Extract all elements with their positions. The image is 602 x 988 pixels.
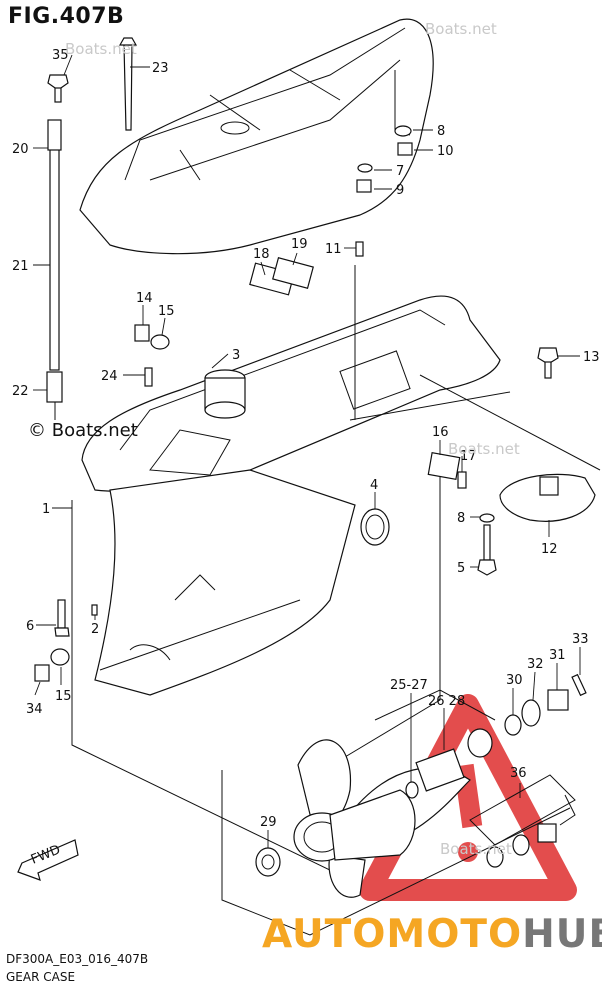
callout-24: 24 [101,369,118,384]
callout-36: 36 [510,766,527,781]
callout-10: 10 [437,144,454,159]
brand-part-1: AUTOMOTO [262,912,523,957]
watermark-top: Boats.net [425,20,497,38]
propeller [293,739,471,898]
callout-1: 1 [42,502,50,517]
callout-30: 30 [506,673,523,688]
callout-5: 5 [457,561,465,576]
figure-name: GEAR CASE [6,970,76,984]
leader-lines [33,54,581,848]
watermark-bottom: Boats.net [440,840,512,858]
callout-32: 32 [527,657,544,672]
callout-12: 12 [541,542,558,557]
brand-part-2: HUB [522,912,602,957]
callout-35: 35 [52,48,69,63]
bolt-13 [537,347,559,379]
callout-9: 9 [396,183,404,198]
callout-21: 21 [12,259,29,274]
callout-labels: 35 23 20 21 22 8 10 7 9 18 19 11 14 15 3… [12,48,600,830]
callout-17: 17 [460,449,477,464]
callout-3: 3 [232,348,240,363]
callout-34: 34 [26,702,43,717]
callout-15-upper: 15 [158,304,175,319]
callout-20: 20 [12,142,29,157]
prop-nut-set [504,673,587,736]
watermark-mid: Boats.net [448,440,520,458]
watermark-upper-left: Boats.net [65,40,137,58]
bearing-4 [360,508,390,546]
callout-31: 31 [549,648,566,663]
callout-16: 16 [432,425,449,440]
lower-small-parts [34,599,98,682]
plug-14 [134,241,364,387]
bracket-16 [427,452,467,489]
callout-8-lower: 8 [457,511,465,526]
callout-11: 11 [325,242,342,257]
bolt-35 [47,74,69,103]
bolt-5 [477,513,497,576]
callout-18: 18 [253,247,270,262]
callout-8-top: 8 [437,124,445,139]
callout-26-28: 26 28 [428,694,465,709]
zinc-plates [249,256,314,296]
callout-22: 22 [12,384,29,399]
cover-screw [118,37,138,131]
callout-14: 14 [136,291,153,306]
trim-tab [499,473,596,522]
callout-29: 29 [260,815,277,830]
thrust-spacer [405,728,493,799]
watermark-boats-net: © Boats.net [28,420,138,441]
callout-13: 13 [583,350,600,365]
fwd-arrow-icon: FWD [17,839,79,881]
callout-15-lower: 15 [55,689,72,704]
callout-4: 4 [370,478,378,493]
callout-2: 2 [91,622,99,637]
callout-7: 7 [396,164,404,179]
callout-6: 6 [26,619,34,634]
callout-19: 19 [291,237,308,252]
washer-29 [255,847,281,877]
callout-33: 33 [572,632,589,647]
figure-code: DF300A_E03_016_407B [6,952,149,966]
callout-25-27: 25-27 [390,678,428,693]
figure-title: FIG.407B [8,4,125,29]
gear-case-body [81,295,501,696]
washer-nut-set [356,125,413,193]
prop-nut-kit-36 [469,774,576,868]
shift-rod [46,119,63,420]
automotohub-logo: AUTOMOTOHUB [262,912,602,957]
callout-23: 23 [152,61,169,76]
